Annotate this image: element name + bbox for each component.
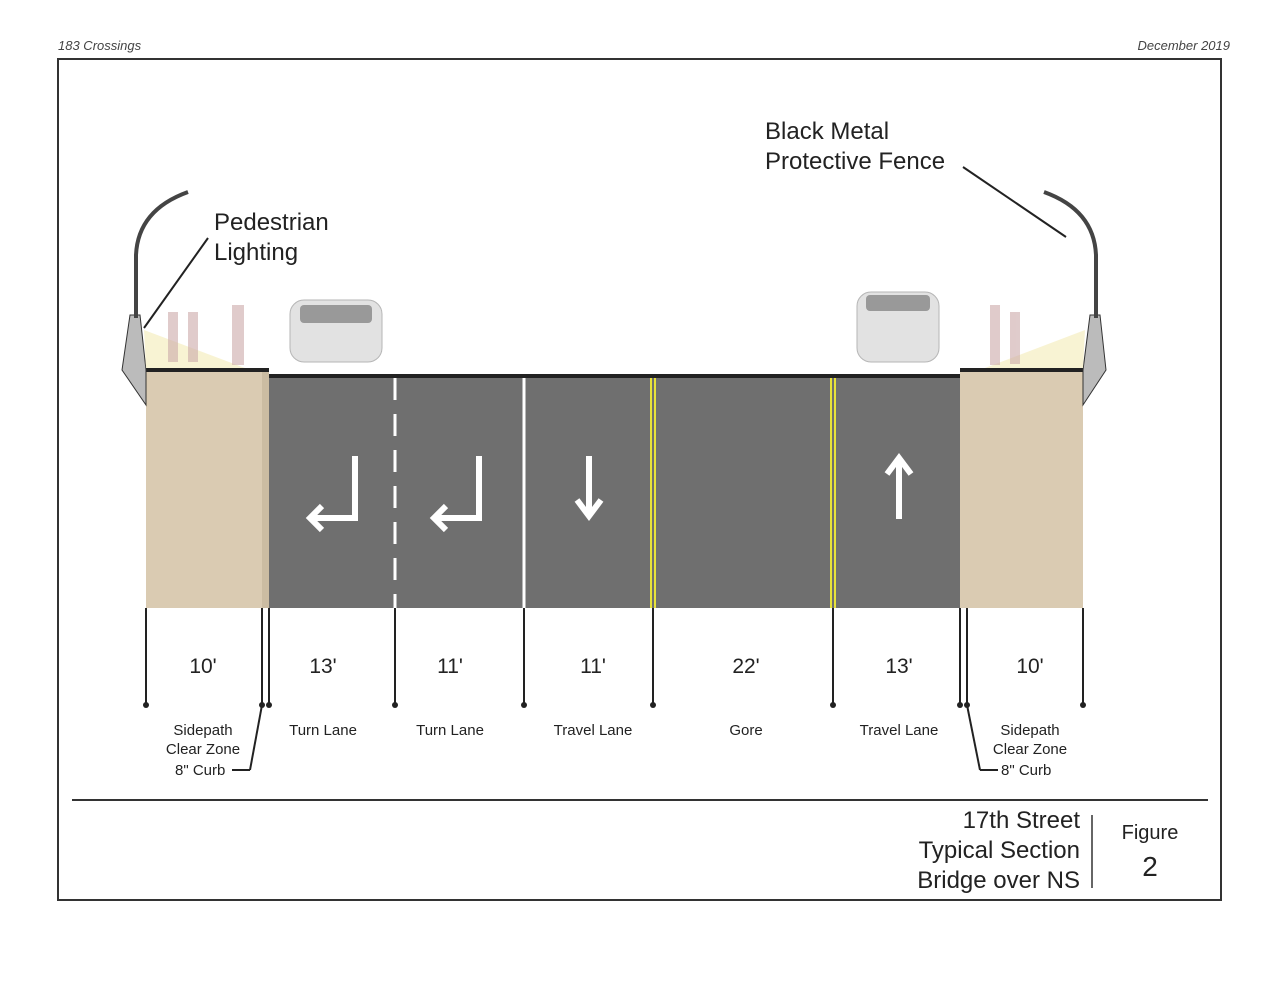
left-light-pole bbox=[134, 190, 189, 318]
callout-line: Black Metal bbox=[765, 118, 890, 145]
left-sidepath bbox=[146, 370, 262, 608]
dimension-dot bbox=[266, 702, 272, 708]
dimension-dot bbox=[392, 702, 398, 708]
lane-label: Travel Lane bbox=[553, 722, 633, 739]
dimension-dot bbox=[957, 702, 963, 708]
dimension-dot bbox=[521, 702, 527, 708]
fence-callout: Black Metal Protective Fence bbox=[765, 117, 945, 177]
dimension-width: 13' bbox=[309, 655, 337, 678]
left-turn-arrow-icon bbox=[305, 456, 482, 533]
roadway bbox=[269, 375, 960, 608]
right-curb-label: 8" Curb bbox=[1001, 762, 1052, 779]
up-arrow-icon bbox=[884, 453, 914, 519]
right-light-pole bbox=[1043, 190, 1098, 318]
dimension-width: 10' bbox=[1016, 655, 1044, 678]
title-line: Typical Section bbox=[918, 837, 1080, 864]
car-rear-icon bbox=[856, 291, 940, 363]
figure-number: 2 bbox=[1142, 851, 1158, 882]
car-front-icon bbox=[289, 299, 383, 363]
date: December 2019 bbox=[1137, 38, 1231, 53]
left-curb bbox=[262, 370, 269, 608]
right-barrier bbox=[1082, 314, 1107, 407]
dimension-width: 13' bbox=[885, 655, 913, 678]
left-barrier bbox=[121, 314, 147, 407]
left-curb-label: 8" Curb bbox=[175, 762, 226, 779]
lane-label: Turn Lane bbox=[416, 722, 484, 739]
lane-label: Gore bbox=[729, 722, 763, 739]
pedestrian-lighting-callout: Pedestrian Lighting bbox=[214, 208, 329, 268]
lane-label: Sidepath Clear Zone bbox=[992, 722, 1068, 758]
dimension-lines bbox=[143, 608, 1086, 708]
callout-line: Pedestrian bbox=[214, 209, 329, 236]
dimension-dot bbox=[1080, 702, 1086, 708]
figure-frame bbox=[57, 58, 1222, 901]
title-block: 17th Street Typical Section Bridge over … bbox=[917, 806, 1080, 896]
right-sidepath bbox=[960, 370, 1083, 608]
dimension-dot bbox=[650, 702, 656, 708]
lane-label: Sidepath Clear Zone bbox=[165, 722, 241, 758]
project-name: 183 Crossings bbox=[58, 38, 142, 53]
pedestrians-icon bbox=[168, 305, 1020, 365]
figure-text: Figure bbox=[1121, 822, 1179, 844]
dimension-dot bbox=[830, 702, 836, 708]
down-arrow-icon bbox=[574, 456, 604, 521]
title-line: 17th Street bbox=[962, 807, 1080, 834]
callout-line: Protective Fence bbox=[765, 148, 946, 175]
dimension-width: 11' bbox=[437, 655, 463, 678]
lane-label: Travel Lane bbox=[859, 722, 939, 739]
lane-label: Turn Lane bbox=[289, 722, 357, 739]
title-line: Bridge over NS bbox=[917, 867, 1080, 894]
dimension-dot bbox=[143, 702, 149, 708]
figure-label: Figure 2 bbox=[1100, 822, 1200, 883]
callout-line: Lighting bbox=[214, 239, 299, 266]
dimension-width: 11' bbox=[580, 655, 606, 678]
dimension-width: 22' bbox=[732, 655, 760, 678]
dimension-width: 10' bbox=[189, 655, 217, 678]
